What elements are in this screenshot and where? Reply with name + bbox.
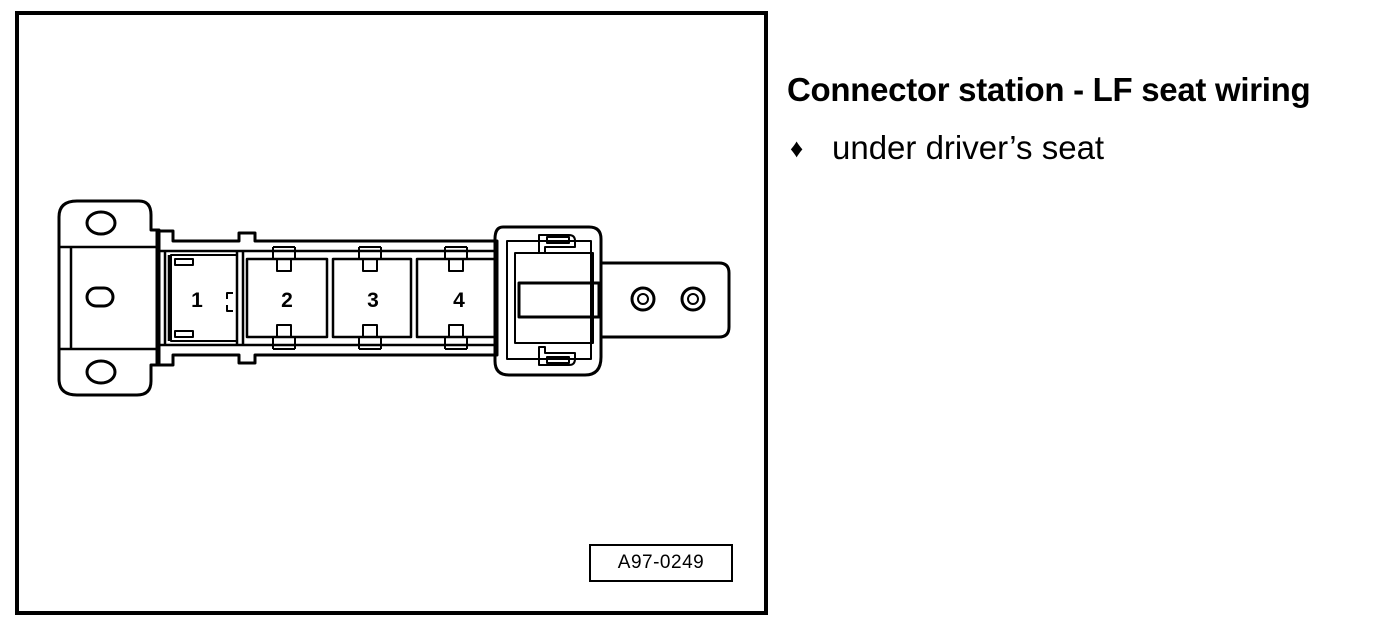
bullet-text: under driver’s seat [832, 129, 1105, 166]
mounting-bracket [57, 199, 161, 397]
pin-slot-3 [331, 246, 413, 350]
pin-label-4: 4 [453, 289, 465, 312]
pin-labels: 1 2 3 4 [191, 289, 465, 312]
mounting-hole-bottom [85, 359, 117, 385]
mounting-slot [85, 286, 115, 308]
tab-hole-right [680, 286, 706, 312]
mounting-tab [601, 261, 731, 339]
bullet-item: ♦ under driver’s seat [790, 128, 1104, 168]
pin-label-3: 3 [367, 289, 379, 312]
latch-clip [493, 225, 603, 377]
caption-heading: Connector station - LF seat wiring [787, 71, 1311, 108]
figure-id-label: A97-0249 [589, 544, 733, 582]
figure-frame: 1 2 3 4 A97-0249 [15, 11, 768, 615]
diamond-bullet-icon: ♦ [790, 133, 804, 163]
caption-bullet-list: ♦ under driver’s seat [790, 128, 1104, 168]
connector-station-drawing: 1 2 3 4 [57, 199, 731, 397]
mounting-hole-top [85, 210, 117, 236]
tab-hole-left [630, 286, 656, 312]
pin-label-2: 2 [281, 289, 293, 312]
connector-housing [155, 229, 499, 367]
pin-label-1: 1 [191, 289, 203, 312]
pin-slot-2 [245, 246, 329, 350]
